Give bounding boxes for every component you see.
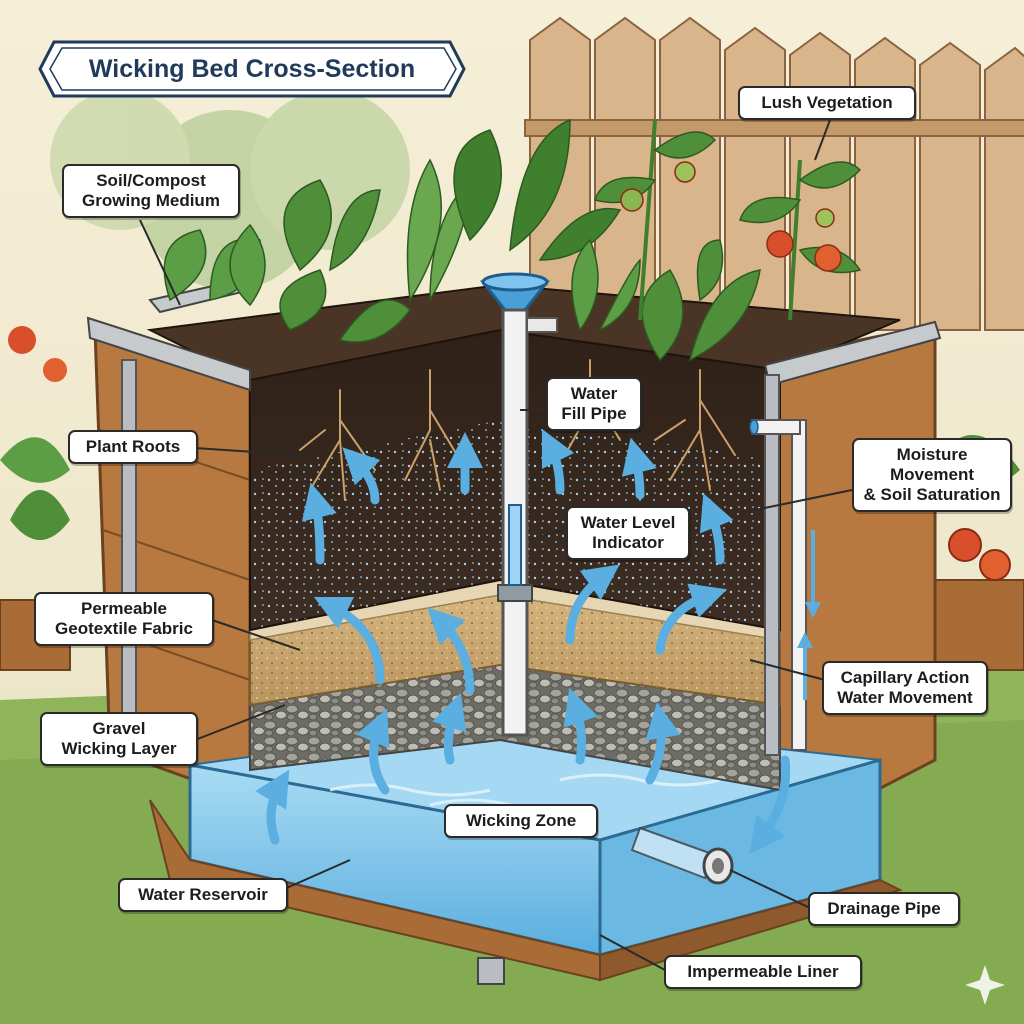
label-moisture-movement: Moisture Movement & Soil Saturation xyxy=(852,438,1012,512)
label-water-fill-pipe: Water Fill Pipe xyxy=(546,377,642,431)
title-banner: Wicking Bed Cross-Section xyxy=(38,40,466,98)
label-gravel-wicking-layer: Gravel Wicking Layer xyxy=(40,712,198,766)
label-soil-compost: Soil/Compost Growing Medium xyxy=(62,164,240,218)
label-plant-roots: Plant Roots xyxy=(68,430,198,464)
label-drainage-pipe: Drainage Pipe xyxy=(808,892,960,926)
diagram-title: Wicking Bed Cross-Section xyxy=(38,40,466,98)
label-impermeable-liner: Impermeable Liner xyxy=(664,955,862,989)
label-water-level-indicator: Water Level Indicator xyxy=(566,506,690,560)
label-geotextile-fabric: Permeable Geotextile Fabric xyxy=(34,592,214,646)
label-water-reservoir: Water Reservoir xyxy=(118,878,288,912)
label-capillary-action: Capillary Action Water Movement xyxy=(822,661,988,715)
fence xyxy=(525,18,1024,330)
label-lush-vegetation: Lush Vegetation xyxy=(738,86,916,120)
label-wicking-zone: Wicking Zone xyxy=(444,804,598,838)
